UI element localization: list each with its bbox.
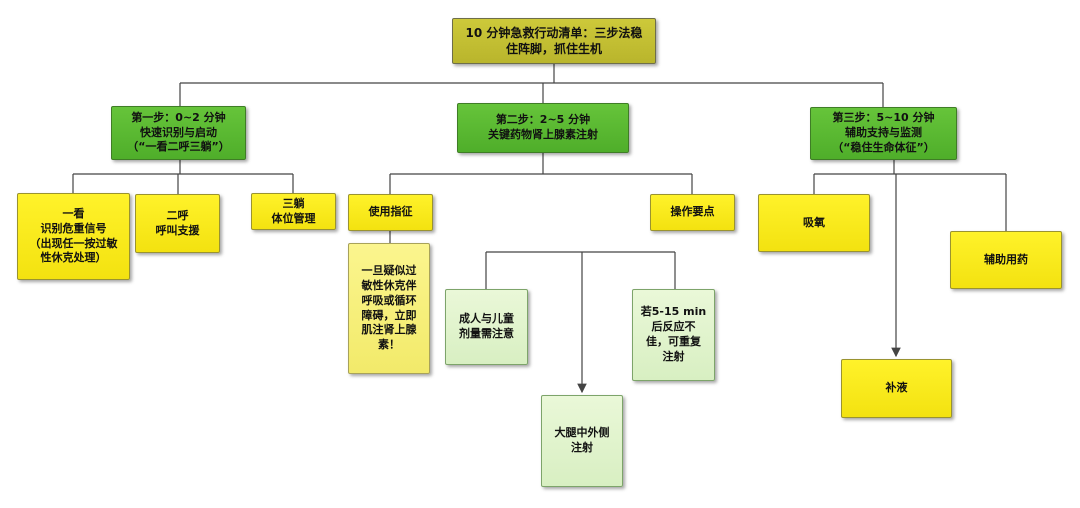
- node-key-operation-points[interactable]: 操作要点: [650, 194, 735, 231]
- node-oxygen[interactable]: 吸氧: [758, 194, 870, 252]
- node-call-for-help[interactable]: 二呼 呼叫支援: [135, 194, 220, 253]
- node-fluids[interactable]: 补液: [841, 359, 952, 418]
- node-repeat-injection[interactable]: 若5-15 min 后反应不 佳，可重复 注射: [632, 289, 715, 381]
- root-node-emergency-checklist[interactable]: 10 分钟急救行动清单：三步法稳 住阵脚，抓住生机: [452, 18, 656, 64]
- step3-node-support-monitor[interactable]: 第三步：5~10 分钟 辅助支持与监测 （“稳住生命体征”）: [810, 107, 957, 160]
- node-indications[interactable]: 使用指征: [348, 194, 433, 231]
- node-injection-site-thigh[interactable]: 大腿中外侧 注射: [541, 395, 623, 487]
- node-look-danger-signs[interactable]: 一看 识别危重信号 （出现任一按过敏 性休克处理）: [17, 193, 130, 280]
- node-adult-child-dose[interactable]: 成人与儿童 剂量需注意: [445, 289, 528, 365]
- step2-node-epinephrine[interactable]: 第二步：2~5 分钟 关键药物肾上腺素注射: [457, 103, 629, 153]
- node-auxiliary-medication[interactable]: 辅助用药: [950, 231, 1062, 289]
- step1-node-quick-identify[interactable]: 第一步：0~2 分钟 快速识别与启动 （“一看二呼三躺”）: [111, 106, 246, 160]
- node-position-management[interactable]: 三躺 体位管理: [251, 193, 336, 230]
- node-indication-detail[interactable]: 一旦疑似过 敏性休克伴 呼吸或循环 障碍，立即 肌注肾上腺 素！: [348, 243, 430, 374]
